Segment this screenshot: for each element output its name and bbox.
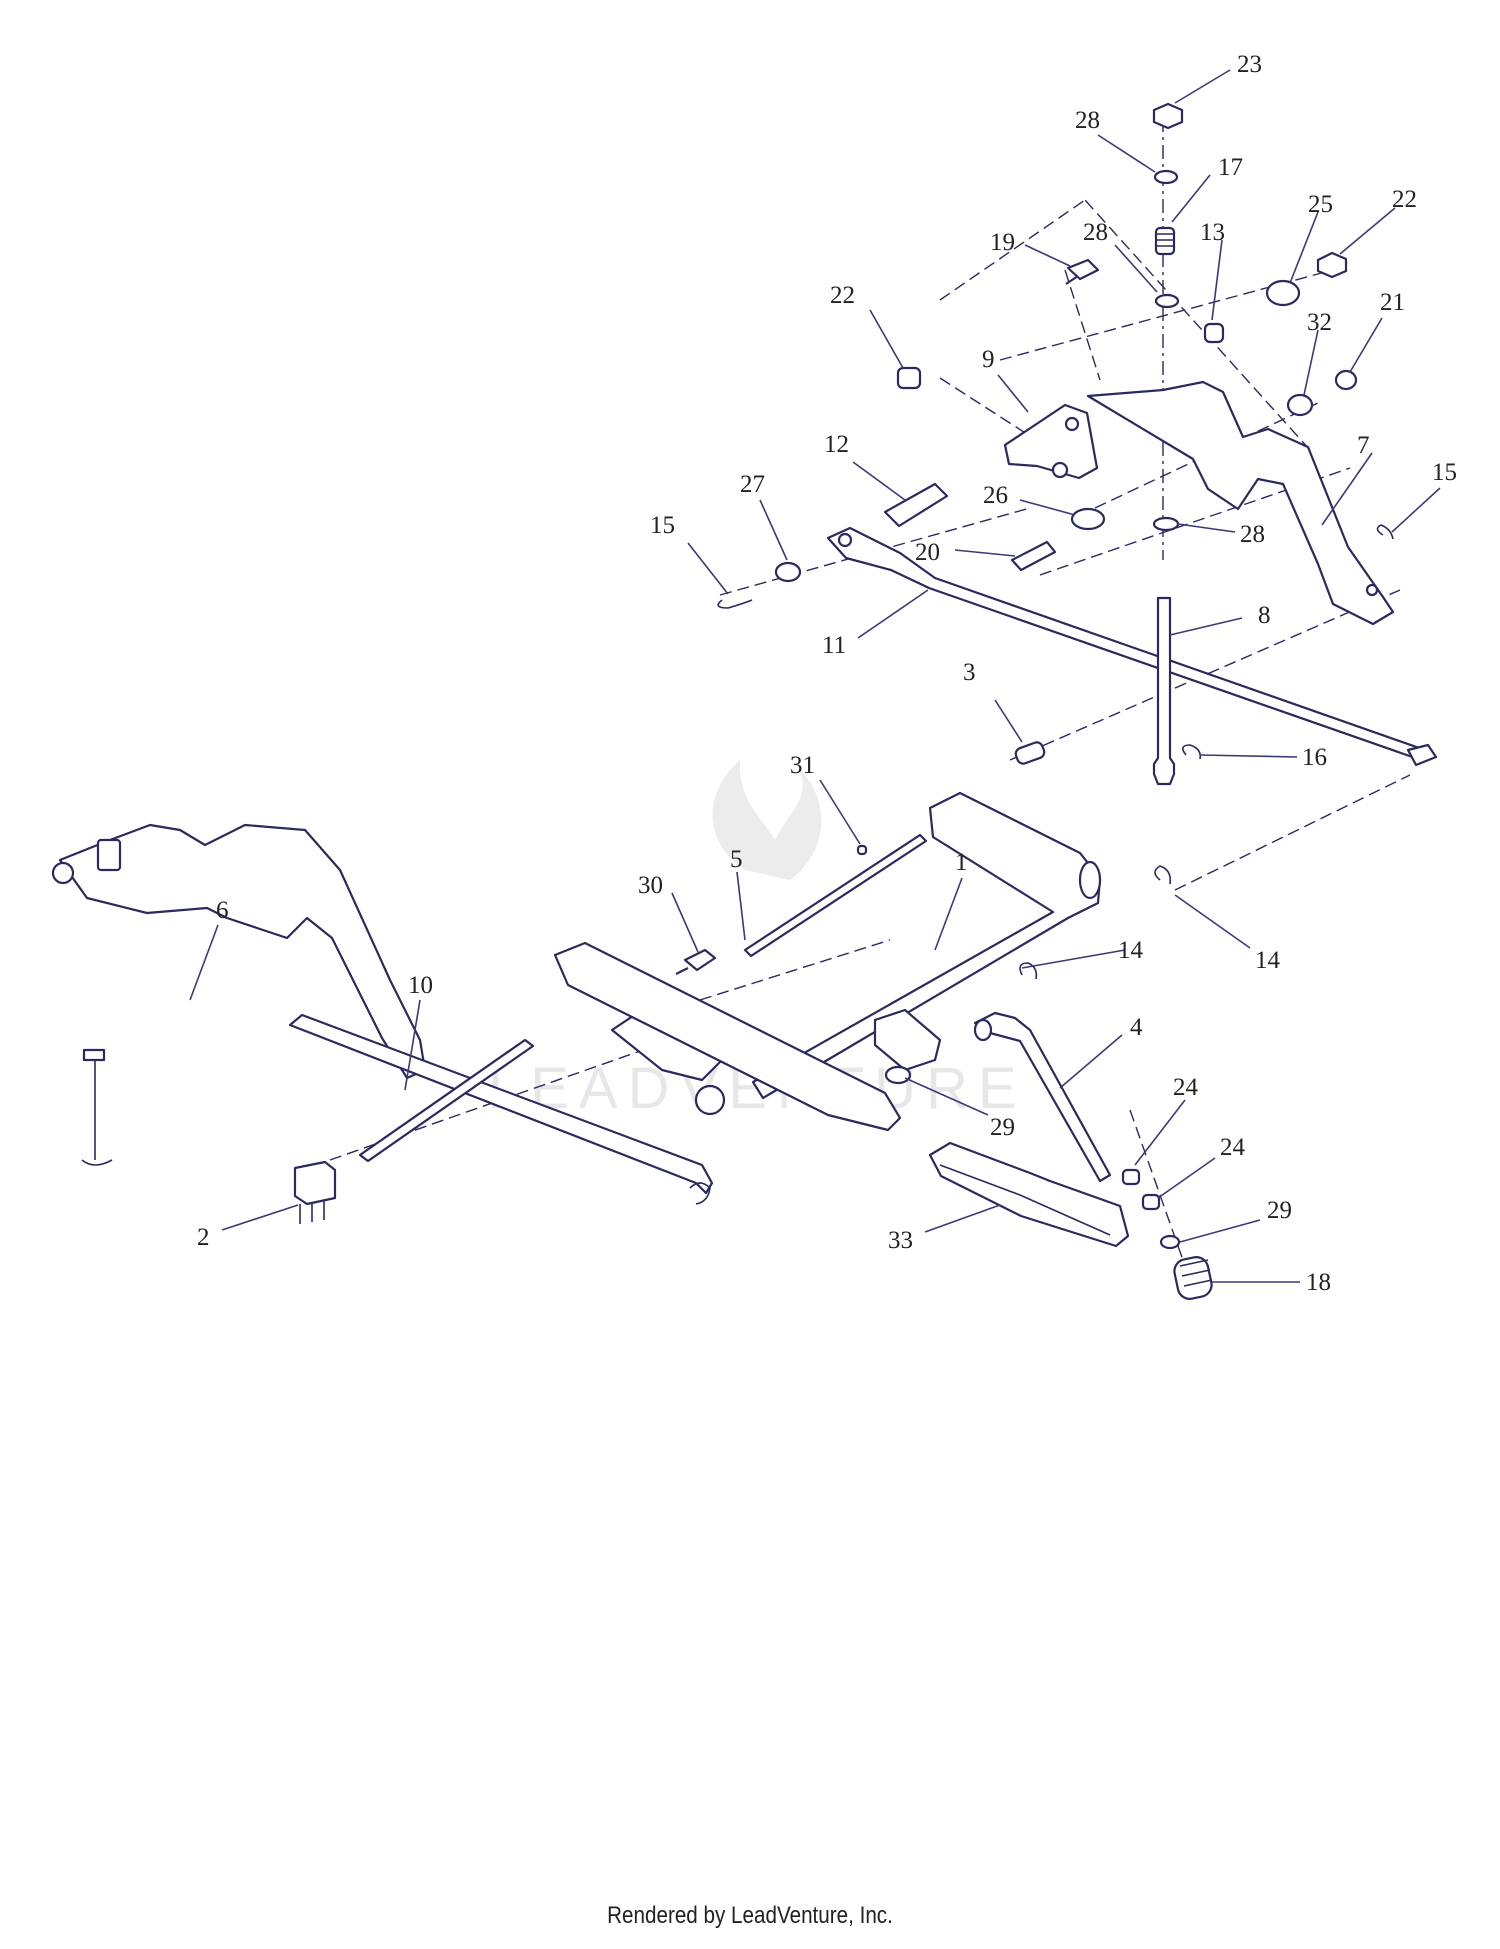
part-32-bushing [1286,393,1314,417]
part-23-nut [1152,102,1184,130]
part-27-washer [774,561,802,583]
callout-10: 10 [408,972,433,999]
callout-4: 4 [1130,1014,1143,1041]
assembly-parts [51,102,1438,1300]
part-15-clip-right [1376,524,1394,540]
callout-5: 5 [730,846,743,873]
callout-11: 11 [822,632,846,659]
part-29-washer-b [1159,1234,1181,1250]
callout-20: 20 [915,539,940,566]
callout-21: 21 [1380,289,1405,316]
callouts: 23 28 17 28 19 25 22 13 22 21 32 9 12 27… [189,51,1457,1296]
part-1-lift-shaft [751,791,1102,1100]
callout-22-left: 22 [830,282,855,309]
callout-14-right: 14 [1255,947,1281,974]
callout-7: 7 [1357,432,1370,459]
part-13-spacer [1203,322,1225,344]
callout-1: 1 [955,849,968,876]
part-25-washer [1265,279,1301,307]
callout-2: 2 [197,1224,210,1251]
callout-15-left: 15 [650,512,675,539]
callout-25: 25 [1308,191,1333,218]
part-5-rod [743,833,928,958]
part-17-spring [1154,226,1176,256]
watermark-logo-icon [712,760,822,880]
part-4-pedal-arm [973,1011,1112,1183]
part-2-switch [293,1160,337,1206]
part-31-ring [856,844,868,856]
part-28-washer-mid [1154,293,1180,309]
callout-27: 27 [740,471,765,498]
part-28-washer-top [1153,169,1179,185]
callout-17: 17 [1218,154,1243,181]
part-9-bracket [1003,403,1099,480]
callout-29-mid: 29 [990,1114,1015,1141]
callout-24-a: 24 [1173,1074,1199,1101]
callout-30: 30 [638,872,663,899]
callout-9: 9 [982,346,995,373]
part-28-washer-low [1152,516,1180,532]
callout-32: 32 [1307,309,1332,336]
callout-8: 8 [1258,602,1271,629]
part-16-clip [1182,744,1202,760]
part-14-clip-b [1154,865,1172,885]
part-21-nut [1334,369,1358,391]
callout-23: 23 [1237,51,1262,78]
callout-28-mid: 28 [1083,219,1108,246]
part-8-rod [1152,596,1176,786]
callout-31: 31 [790,752,815,779]
part-29-washer [884,1065,912,1085]
part-7-lift-arm [1086,380,1395,626]
part-19-bolt [1065,258,1100,285]
callout-6: 6 [216,897,229,924]
part-22-nut-right [1316,251,1348,279]
part-24-bushing-a [1121,1168,1141,1186]
part-22-nut-left [896,366,922,390]
callout-29-low: 29 [1267,1197,1292,1224]
callout-3: 3 [963,659,976,686]
callout-19: 19 [990,229,1015,256]
part-18-grip [1173,1256,1213,1300]
part-30-bolt [675,948,717,975]
part-3-pin [1014,741,1046,765]
callout-26: 26 [983,482,1008,509]
callout-28-top: 28 [1075,107,1100,134]
callout-14-mid: 14 [1118,937,1144,964]
callout-16: 16 [1302,744,1327,771]
callout-28-low: 28 [1240,521,1265,548]
part-26-washer [1070,507,1106,531]
callout-22-right: 22 [1392,186,1417,213]
callout-33: 33 [888,1227,913,1254]
callout-12: 12 [824,431,849,458]
callout-18: 18 [1306,1269,1331,1296]
part-15-clip-left [717,599,753,609]
callout-15-right: 15 [1432,459,1457,486]
part-20-bolt [1010,540,1057,572]
callout-24-b: 24 [1220,1134,1246,1161]
part-24-bushing-b [1141,1193,1161,1211]
callout-13: 13 [1200,219,1225,246]
footer-credit: Rendered by LeadVenture, Inc. [607,1902,893,1929]
part-14-clip-a [1019,962,1038,980]
part-12-pin [883,482,949,528]
